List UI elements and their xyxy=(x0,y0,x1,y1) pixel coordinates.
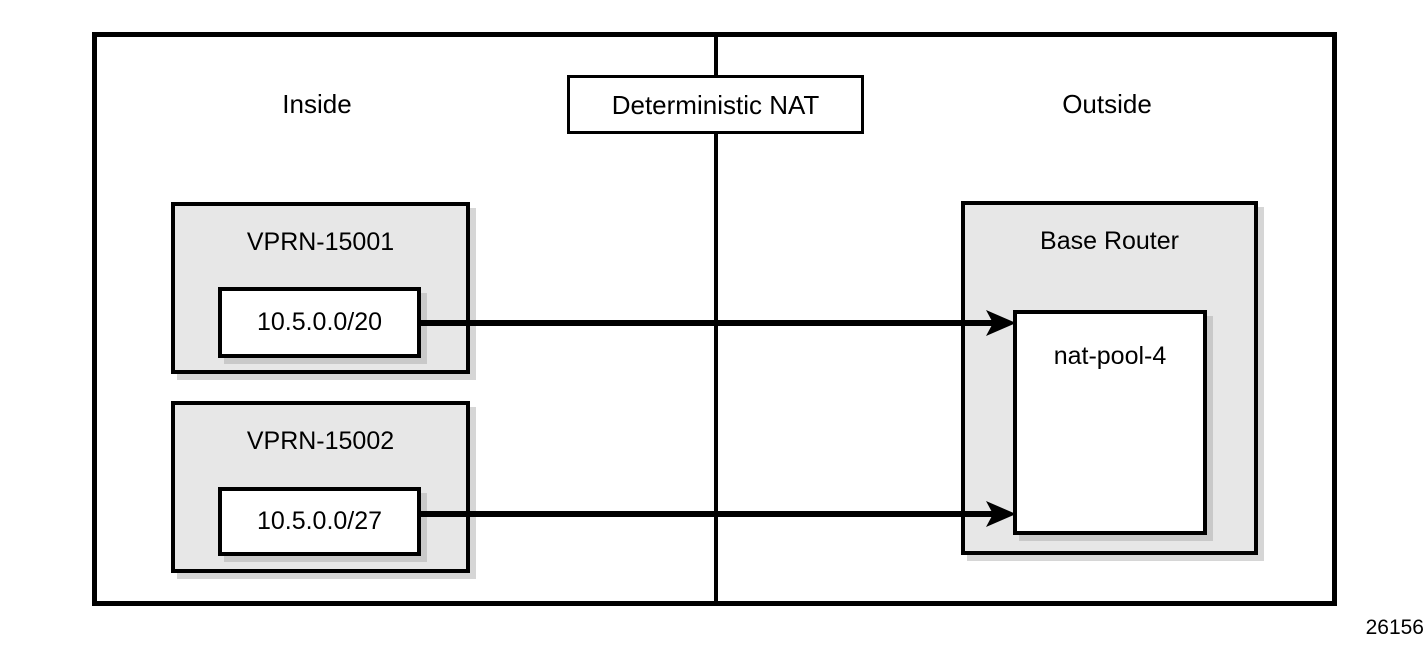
deterministic-nat-label: Deterministic NAT xyxy=(611,89,820,120)
arrow-prefix2-to-natpool xyxy=(418,501,1016,527)
inside-prefix-label: 10.5.0.0/27 xyxy=(256,507,383,535)
zone-label-inside: Inside xyxy=(282,89,352,119)
deterministic-nat-box: Deterministic NAT xyxy=(567,75,864,134)
inside-prefix-box-1: 10.5.0.0/20 xyxy=(218,287,421,358)
vprn-panel-title: VPRN-15001 xyxy=(246,228,395,256)
vprn-panel-title: VPRN-15002 xyxy=(246,427,395,455)
inside-prefix-label: 10.5.0.0/20 xyxy=(256,308,383,336)
nat-pool-box: nat-pool-4 xyxy=(1013,310,1207,535)
figure-number: 26156 xyxy=(1365,616,1424,639)
arrow-prefix1-to-natpool xyxy=(418,310,1016,336)
inside-outside-divider xyxy=(714,32,718,606)
zone-label-outside: Outside xyxy=(1062,89,1152,119)
nat-pool-label: nat-pool-4 xyxy=(1053,342,1167,370)
inside-prefix-box-2: 10.5.0.0/27 xyxy=(218,487,421,556)
base-router-title: Base Router xyxy=(1040,227,1179,255)
